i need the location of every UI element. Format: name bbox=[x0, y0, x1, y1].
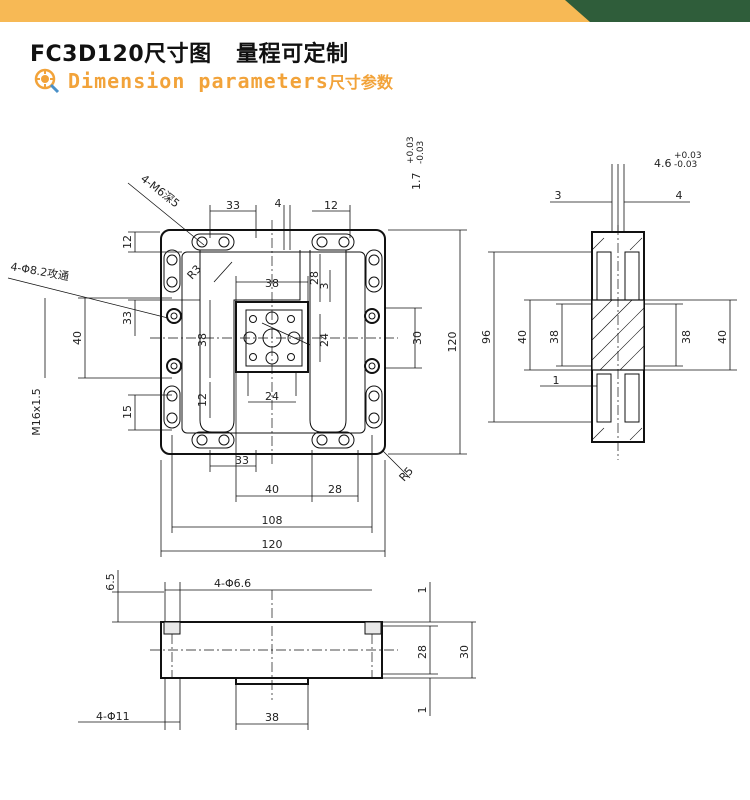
table-hole bbox=[287, 353, 295, 361]
tol-top-minus: -0.03 bbox=[416, 141, 426, 164]
dim-33-top: 33 bbox=[226, 199, 240, 212]
dim-40-left: 40 bbox=[71, 331, 84, 345]
dim-12-lower: 12 bbox=[196, 393, 209, 407]
side-dim-38-right: 38 bbox=[680, 330, 693, 344]
side-dim-1: 1 bbox=[553, 374, 560, 387]
front-view: 6.5 4-Φ6.6 4-Φ11 38 1 28 30 1 bbox=[78, 570, 476, 730]
dim-38-center: 38 bbox=[265, 277, 279, 290]
tol-top-plus: +0.03 bbox=[406, 136, 416, 164]
dim-28-bottom: 28 bbox=[328, 483, 342, 496]
dim-24-v: 24 bbox=[318, 333, 331, 347]
dim-33-bottom: 33 bbox=[235, 454, 249, 467]
outer-plate bbox=[160, 229, 386, 455]
table-hole bbox=[287, 315, 295, 323]
section-hatch bbox=[591, 237, 645, 441]
thread-label: M16x1.5 bbox=[30, 388, 43, 436]
thru-hole bbox=[364, 308, 380, 324]
front-holes-6-6: 4-Φ6.6 bbox=[214, 577, 251, 590]
left-slide bbox=[199, 250, 301, 433]
side-dim-38-left: 38 bbox=[548, 330, 561, 344]
dim-40-bottom: 40 bbox=[265, 483, 279, 496]
top-view-dimension-lines bbox=[7, 182, 467, 557]
front-dim-1-bottom: 1 bbox=[416, 707, 429, 714]
subtitle-row: Dimension parameters 尺寸参数 bbox=[34, 66, 393, 96]
side-dim-40-right: 40 bbox=[716, 330, 729, 344]
dim-33-left: 33 bbox=[121, 311, 134, 325]
tol-right-value: 4.6 bbox=[654, 157, 672, 170]
subtitle-english: Dimension parameters bbox=[68, 69, 329, 93]
side-dim-3: 3 bbox=[555, 189, 562, 202]
side-dim-40-left: 40 bbox=[516, 330, 529, 344]
slot-pockets bbox=[163, 233, 383, 449]
front-dim-38: 38 bbox=[265, 711, 279, 724]
page-title: FC3D120尺寸图 量程可定制 bbox=[30, 42, 349, 67]
table-hole bbox=[249, 315, 257, 323]
dim-28-tv: 28 bbox=[308, 271, 321, 285]
tol-right-plus: +0.03 bbox=[674, 151, 702, 161]
front-dim-1-top: 1 bbox=[416, 587, 429, 594]
dim-24-h: 24 bbox=[265, 390, 279, 403]
dim-120-right: 120 bbox=[446, 332, 459, 353]
subtitle-chinese: 尺寸参数 bbox=[328, 73, 393, 92]
radius-r3: R3 bbox=[185, 262, 204, 282]
header-banner bbox=[0, 0, 750, 22]
side-dim-96: 96 bbox=[480, 330, 493, 344]
table-hole bbox=[249, 353, 257, 361]
dim-108: 108 bbox=[262, 514, 283, 527]
dim-3-tv: 3 bbox=[318, 283, 331, 290]
top-view: 33 4 12 12 33 40 38 15 12 38 28 3 24 24 … bbox=[7, 172, 467, 557]
inner-recess bbox=[181, 251, 366, 434]
tol-right-minus: -0.03 bbox=[674, 160, 697, 170]
front-dim-6-5: 6.5 bbox=[104, 573, 117, 591]
side-view: 1.7 +0.03 -0.03 4.6 +0.03 -0.03 3 4 96 4… bbox=[406, 136, 737, 460]
side-dim-4: 4 bbox=[676, 189, 683, 202]
thru-hole bbox=[364, 358, 380, 374]
dim-12-top: 12 bbox=[324, 199, 338, 212]
dim-38-inner: 38 bbox=[196, 333, 209, 347]
dim-120-bottom: 120 bbox=[262, 538, 283, 551]
banner-green bbox=[565, 0, 750, 22]
thru-hole bbox=[166, 358, 182, 374]
banner-orange bbox=[0, 0, 750, 22]
front-holes-11: 4-Φ11 bbox=[96, 710, 130, 723]
dim-4-top: 4 bbox=[275, 197, 282, 210]
front-view-dimension-lines bbox=[78, 570, 476, 730]
tol-top-value: 1.7 bbox=[410, 173, 423, 191]
thru-hole bbox=[166, 308, 182, 324]
dim-15-left: 15 bbox=[121, 405, 134, 419]
dim-12-left: 12 bbox=[121, 235, 134, 249]
thru-hole-note: 4-Φ8.2攻通 bbox=[9, 259, 70, 283]
dim-30-right: 30 bbox=[411, 331, 424, 345]
gear-magnifier-icon bbox=[34, 68, 60, 94]
screw-note: 4-M6深5 bbox=[138, 172, 182, 210]
side-view-dimension-lines bbox=[488, 164, 737, 423]
front-dim-28: 28 bbox=[416, 645, 429, 659]
front-dim-30: 30 bbox=[458, 645, 471, 659]
